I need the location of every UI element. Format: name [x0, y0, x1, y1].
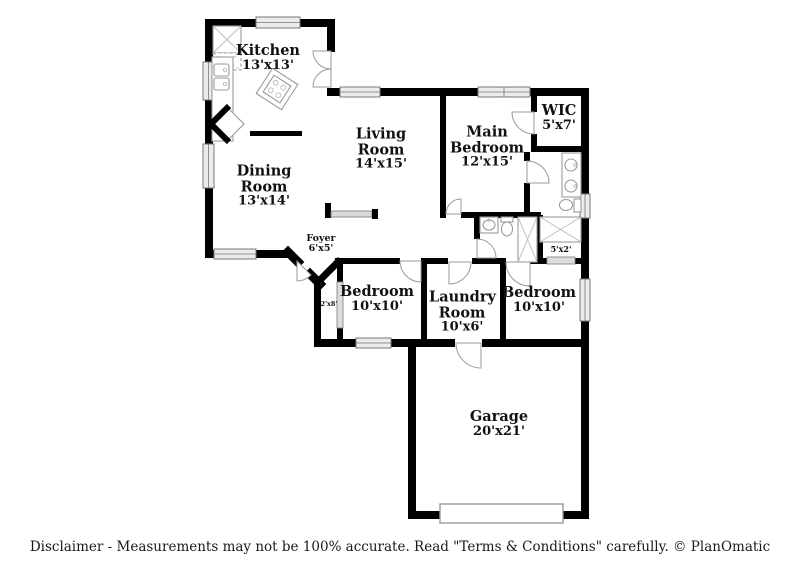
- window: [213, 248, 257, 260]
- room-label-living: Living Room 14'x15': [355, 125, 407, 172]
- bedroom-left-door-arc: [399, 260, 422, 283]
- window: [339, 86, 381, 98]
- room-label-garage: Garage 20'x21': [469, 408, 529, 439]
- closet-label-hall: 5'x2': [550, 244, 572, 254]
- window: [202, 143, 215, 189]
- laundry-door-arc: [448, 261, 472, 285]
- entry-door-arc: [296, 259, 312, 282]
- toilet-icon: [500, 216, 514, 237]
- window: [477, 86, 531, 98]
- french-door-arc: [312, 68, 332, 88]
- hall-bath-door-arc: [476, 238, 497, 259]
- double-vanity-icon: [561, 152, 582, 198]
- room-label-laundry: Laundry Room 10'x6': [429, 288, 496, 335]
- main-bath-door-arc: [526, 160, 550, 184]
- window: [355, 337, 392, 349]
- windows: [202, 16, 591, 349]
- french-door-arc: [312, 50, 332, 70]
- room-label-bedroom-right: Bedroom 10'x10': [502, 284, 576, 315]
- toilet-icon: [558, 198, 582, 213]
- main-bedroom-door-arc: [445, 198, 462, 215]
- half-wall: [325, 203, 378, 219]
- wic-door-arc: [511, 111, 535, 135]
- vanity-sink-icon: [479, 216, 499, 234]
- room-label-dining: Dining Room 13'x14': [236, 162, 292, 209]
- bedroom-right-door-arc: [505, 261, 531, 287]
- room-label-main-bedroom: Main Bedroom 12'x15': [450, 123, 524, 170]
- stub-wall: [250, 131, 302, 136]
- sliding-closet-door: [336, 281, 344, 329]
- garage-door: [439, 503, 564, 524]
- bathtub-icon: [517, 216, 538, 263]
- garage-entry-door-arc: [455, 342, 482, 369]
- disclaimer-text: Disclaimer - Measurements may not be 100…: [29, 539, 771, 555]
- room-label-kitchen: Kitchen 13'x13': [236, 42, 300, 73]
- room-label-foyer: Foyer 6'x5': [306, 232, 336, 254]
- window: [579, 278, 591, 322]
- doors: [296, 50, 576, 524]
- closet-label-bedroom: 2'x8': [320, 299, 338, 308]
- sliding-closet-door: [546, 256, 576, 265]
- room-label-wic: WIC 5'x7': [541, 102, 577, 133]
- window: [255, 16, 301, 29]
- room-label-bedroom-left: Bedroom 10'x10': [340, 283, 414, 314]
- corner-cabinet-icon: [206, 103, 245, 145]
- stove-island-icon: [255, 67, 299, 111]
- shower-icon: [539, 216, 582, 243]
- fixtures: [206, 25, 582, 263]
